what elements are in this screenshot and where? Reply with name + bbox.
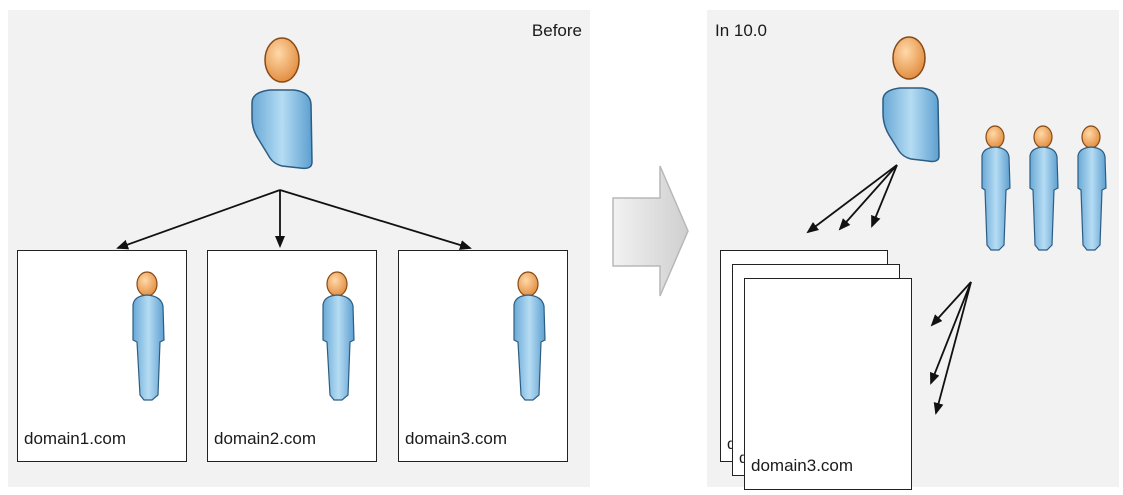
user-icon <box>981 125 1011 251</box>
admin-user-icon <box>882 36 940 163</box>
stacked-page-label: d <box>727 436 736 454</box>
arrow <box>279 189 472 250</box>
arrow <box>871 164 898 228</box>
arrow <box>838 164 898 231</box>
user-icon <box>132 271 165 401</box>
admin-to-pages-arrows <box>806 164 898 234</box>
stacked-page-front: domain3.com <box>744 278 912 490</box>
arrow <box>930 281 972 385</box>
stacked-page-label: d <box>739 450 748 468</box>
arrow <box>116 189 281 250</box>
domain-box-label: domain3.com <box>405 429 508 448</box>
after-panel-title: In 10.0 <box>715 21 767 40</box>
users-to-pages-arrows <box>930 281 972 415</box>
fanout-arrows <box>116 189 472 250</box>
arrow <box>806 164 898 234</box>
stacked-page-label: domain3.com <box>751 456 854 475</box>
user-icon <box>1077 125 1107 251</box>
arrow <box>930 281 972 327</box>
arrow <box>933 281 972 415</box>
user-icon <box>322 271 355 401</box>
admin-user-icon <box>251 37 313 170</box>
domain-box-label: domain1.com <box>24 429 127 448</box>
transition-arrow-icon <box>612 165 689 297</box>
domain-box-label: domain2.com <box>214 429 317 448</box>
user-icon <box>513 271 546 401</box>
user-icon <box>1029 125 1059 251</box>
before-panel-title: Before <box>531 21 582 40</box>
